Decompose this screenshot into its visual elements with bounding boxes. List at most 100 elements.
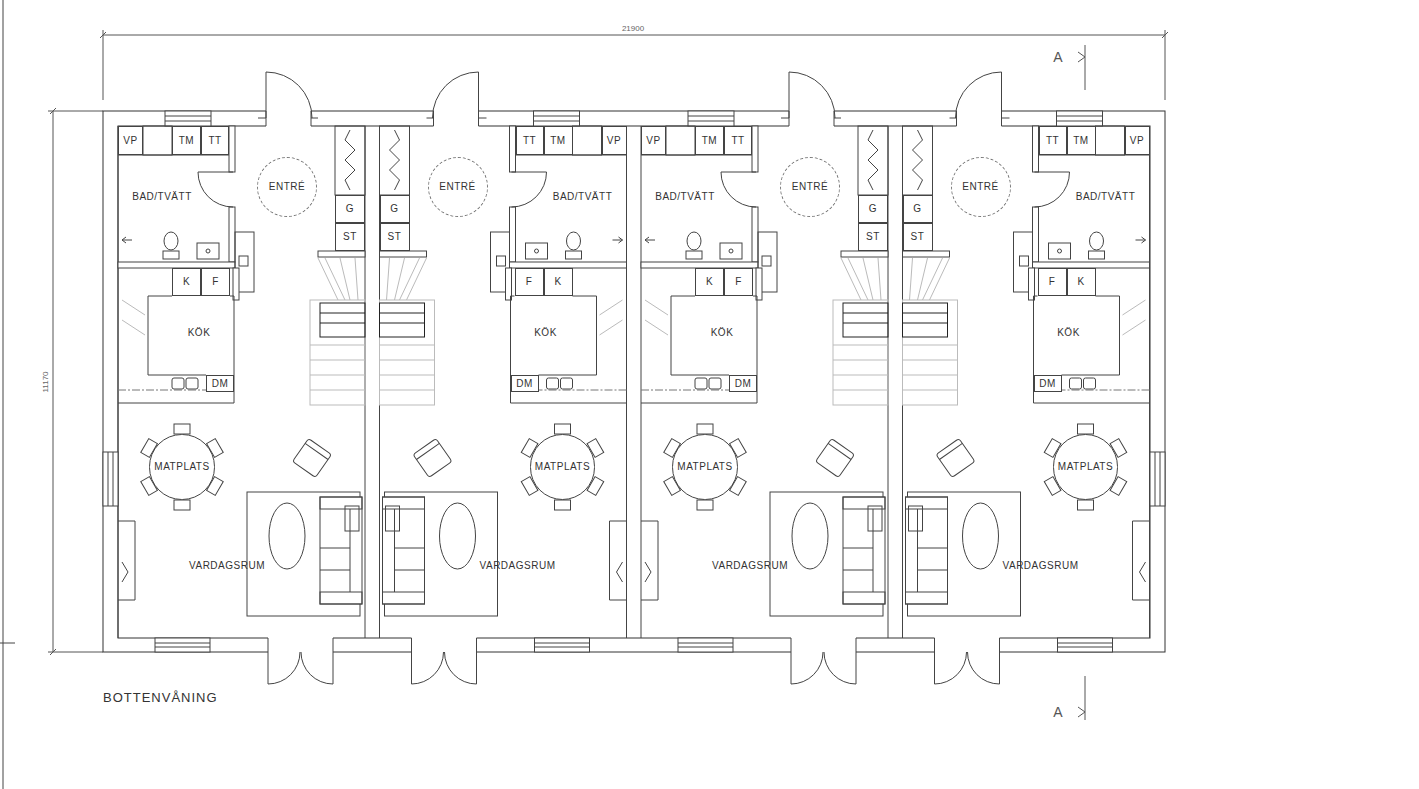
appliance-box: F bbox=[201, 268, 230, 296]
room-text: TT bbox=[523, 136, 536, 146]
room-label: VARDAGSRUM bbox=[478, 559, 558, 573]
room-text: ST bbox=[343, 232, 357, 242]
room-text: G bbox=[346, 204, 354, 214]
room-text: ST bbox=[866, 232, 880, 242]
room-text: TM bbox=[1073, 136, 1088, 146]
entrance-circle: ENTRÉ bbox=[780, 157, 840, 217]
room-text: DM bbox=[735, 379, 752, 389]
room-text: K bbox=[183, 277, 190, 287]
appliance-box: TM bbox=[172, 126, 201, 155]
room-label: KÖK bbox=[709, 326, 736, 340]
appliance-box: DM bbox=[206, 375, 234, 392]
room-text: KÖK bbox=[534, 328, 557, 338]
room-label: KÖK bbox=[1055, 326, 1082, 340]
room-text: DM bbox=[1039, 379, 1056, 389]
room-text: MATPLATS bbox=[154, 462, 209, 472]
dimension-text: 11170 bbox=[42, 370, 50, 393]
room-text: ENTRÉ bbox=[269, 182, 305, 192]
room-text: ENTRÉ bbox=[439, 182, 475, 192]
dining-table: MATPLATS bbox=[672, 434, 737, 499]
appliance-box: DM bbox=[1034, 375, 1062, 392]
room-text: DM bbox=[516, 379, 533, 389]
storage-box: G bbox=[335, 195, 365, 223]
room-text: F bbox=[735, 277, 742, 287]
room-text: ENTRÉ bbox=[962, 182, 998, 192]
room-text: ENTRÉ bbox=[792, 182, 828, 192]
appliance-box: TT bbox=[724, 126, 752, 155]
storage-box: ST bbox=[858, 223, 888, 251]
room-text: TM bbox=[550, 136, 565, 146]
appliance-box: F bbox=[724, 268, 753, 296]
room-text: MATPLATS bbox=[1058, 462, 1113, 472]
room-text: VARDAGSRUM bbox=[1003, 561, 1079, 571]
section-mark: A bbox=[1052, 50, 1063, 64]
appliance-box: DM bbox=[511, 375, 539, 392]
appliance-box: TM bbox=[695, 126, 724, 155]
room-text: K bbox=[706, 277, 713, 287]
room-text: G bbox=[913, 204, 921, 214]
room-text: VARDAGSRUM bbox=[480, 561, 556, 571]
room-text: TM bbox=[702, 136, 717, 146]
room-text: K bbox=[1077, 277, 1084, 287]
dining-table: MATPLATS bbox=[530, 434, 595, 499]
storage-box: ST bbox=[903, 223, 933, 251]
room-text: KÖK bbox=[1057, 328, 1080, 338]
room-label: BAD/TVÄTT bbox=[653, 190, 717, 204]
room-text: BAD/TVÄTT bbox=[132, 192, 192, 202]
storage-box: ST bbox=[380, 223, 410, 251]
appliance-box: VP bbox=[118, 126, 143, 155]
appliance-box: K bbox=[544, 268, 573, 296]
room-text: DM bbox=[212, 379, 229, 389]
room-text: TM bbox=[179, 136, 194, 146]
room-text: VARDAGSRUM bbox=[189, 561, 265, 571]
room-text: MATPLATS bbox=[677, 462, 732, 472]
room-text: TT bbox=[731, 136, 744, 146]
room-text: ST bbox=[388, 232, 402, 242]
storage-box: ST bbox=[335, 223, 365, 251]
storage-box: G bbox=[858, 195, 888, 223]
entrance-circle: ENTRÉ bbox=[257, 157, 317, 217]
room-text: TT bbox=[1046, 136, 1059, 146]
room-label: BAD/TVÄTT bbox=[551, 190, 615, 204]
room-text: BAD/TVÄTT bbox=[553, 192, 613, 202]
room-text: KÖK bbox=[711, 328, 734, 338]
appliance-box: TM bbox=[544, 126, 573, 155]
room-text: VP bbox=[123, 136, 137, 146]
room-text: MATPLATS bbox=[535, 462, 590, 472]
room-text: VP bbox=[607, 136, 621, 146]
room-label: BAD/TVÄTT bbox=[130, 190, 194, 204]
room-text: F bbox=[526, 277, 533, 287]
room-text: F bbox=[212, 277, 219, 287]
entrance-circle: ENTRÉ bbox=[428, 157, 488, 217]
dining-table: MATPLATS bbox=[149, 434, 214, 499]
room-label: KÖK bbox=[186, 326, 213, 340]
appliance-box: TM bbox=[1067, 126, 1096, 155]
appliance-box: F bbox=[515, 268, 544, 296]
room-label: KÖK bbox=[532, 326, 559, 340]
appliance-box: VP bbox=[641, 126, 666, 155]
room-label: BAD/TVÄTT bbox=[1074, 190, 1138, 204]
storage-box: G bbox=[380, 195, 410, 223]
room-text: KÖK bbox=[188, 328, 211, 338]
storage-box: G bbox=[903, 195, 933, 223]
room-text: VARDAGSRUM bbox=[712, 561, 788, 571]
room-text: F bbox=[1049, 277, 1056, 287]
appliance-box: VP bbox=[602, 126, 627, 155]
appliance-box: TT bbox=[516, 126, 544, 155]
room-text: ST bbox=[911, 232, 925, 242]
room-text: BAD/TVÄTT bbox=[655, 192, 715, 202]
section-mark: A bbox=[1052, 705, 1063, 719]
room-text: TT bbox=[208, 136, 221, 146]
appliance-box: DM bbox=[729, 375, 757, 392]
room-text: VP bbox=[1130, 136, 1144, 146]
appliance-box: TT bbox=[201, 126, 229, 155]
appliance-box: K bbox=[1067, 268, 1096, 296]
dining-table: MATPLATS bbox=[1053, 434, 1118, 499]
room-label: VARDAGSRUM bbox=[187, 559, 267, 573]
appliance-box: K bbox=[172, 268, 201, 296]
appliance-box: VP bbox=[1125, 126, 1150, 155]
room-label: VARDAGSRUM bbox=[710, 559, 790, 573]
